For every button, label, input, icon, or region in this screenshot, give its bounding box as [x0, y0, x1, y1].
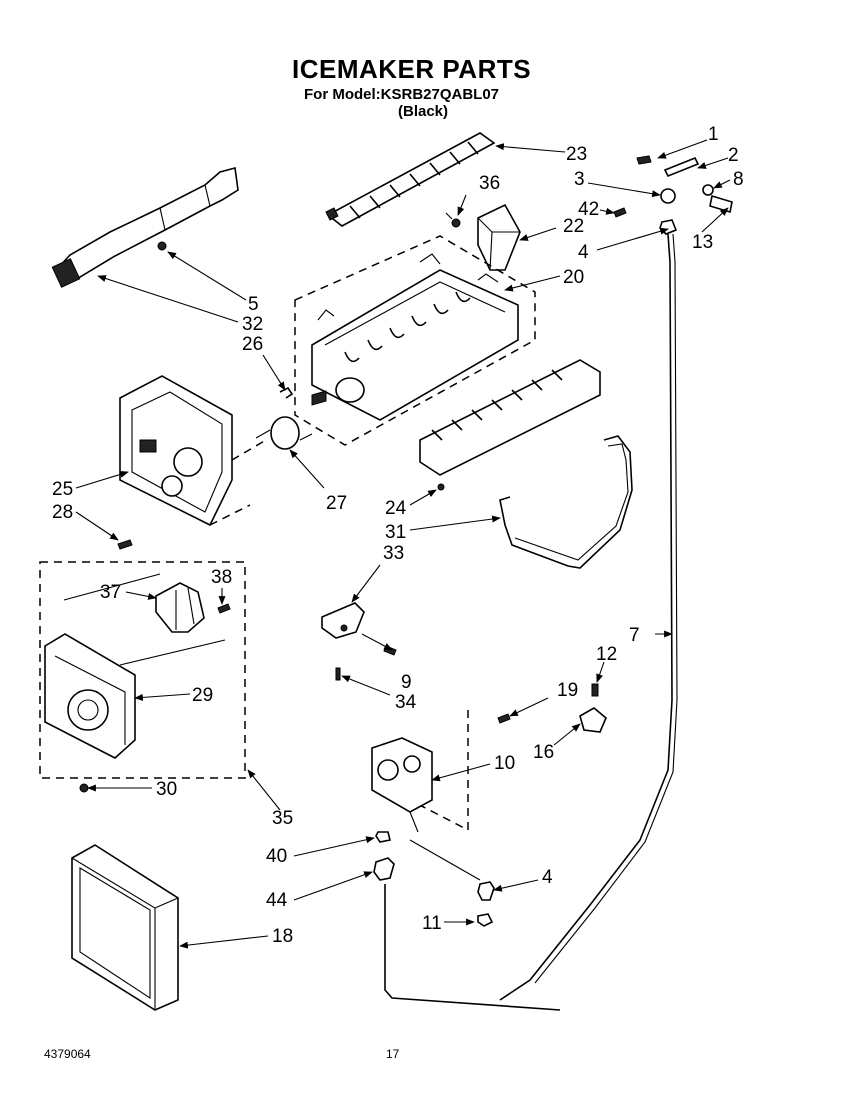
- callout-30: 30: [156, 779, 177, 800]
- screw-part-30: [79, 783, 89, 793]
- fitting-part-3: [660, 188, 676, 204]
- screw-part-28: [117, 539, 133, 550]
- callout-27: 27: [326, 493, 347, 514]
- motor-part-37: [155, 582, 205, 633]
- callout-11: 11: [422, 913, 442, 934]
- callout-12: 12: [596, 644, 617, 665]
- screw-part-36: [445, 212, 461, 228]
- callout-18: 18: [272, 926, 293, 947]
- assembly-box-35: [39, 561, 246, 779]
- callout-22: 22: [563, 216, 584, 237]
- callout-25: 25: [52, 479, 73, 500]
- fitting-part-44: [373, 857, 561, 1011]
- callout-24: 24: [385, 498, 407, 519]
- washer-part-8: [702, 184, 714, 196]
- callout-23: 23: [566, 144, 587, 165]
- nut-part-11: [477, 913, 494, 927]
- nut-part-40: [375, 831, 391, 843]
- callout-10: 10: [494, 753, 515, 774]
- callout-37: 37: [100, 582, 121, 603]
- callout-1: 1: [708, 124, 719, 145]
- callout-31: 31: [385, 522, 406, 543]
- callout-7: 7: [629, 625, 640, 646]
- page-title: ICEMAKER PARTS: [292, 54, 531, 84]
- screw-part-19: [497, 713, 511, 724]
- screw-part-9: [383, 645, 397, 656]
- screw-part-34: [335, 667, 341, 681]
- callout-2: 2: [728, 145, 739, 166]
- screw-part-12: [591, 683, 599, 697]
- callout-5: 5: [248, 294, 259, 315]
- callout-42: 42: [578, 199, 599, 220]
- clamp-part-16: [579, 707, 607, 733]
- module-housing-part-25: [119, 375, 267, 527]
- ejector-part-23: [325, 132, 496, 227]
- callout-40: 40: [266, 846, 287, 867]
- fill-tube-part-7: [499, 233, 678, 1001]
- callout-16: 16: [533, 742, 554, 763]
- screw-part-42: [613, 207, 627, 218]
- bracket-part-24: [419, 359, 601, 491]
- doc-number: 4379064: [44, 1047, 91, 1061]
- fitting-part-4b: [477, 881, 495, 901]
- color-line: (Black): [398, 103, 448, 120]
- callout-26: 26: [242, 334, 263, 355]
- callout-9: 9: [401, 672, 412, 693]
- fitting-part-13: [709, 194, 733, 214]
- callout-34: 34: [395, 692, 417, 713]
- callout-19: 19: [557, 680, 578, 701]
- fitting-part-4a: [659, 219, 678, 235]
- screw-part-2: [663, 156, 700, 178]
- callout-28: 28: [52, 502, 73, 523]
- callout-35: 35: [272, 808, 293, 829]
- callout-13: 13: [692, 232, 713, 253]
- page-number: 17: [386, 1047, 400, 1061]
- screw-part-1: [636, 155, 652, 165]
- motor-part-27: [255, 416, 313, 450]
- assembly-box-leaders: [63, 573, 226, 666]
- screw-part-38: [217, 603, 231, 614]
- callout-8: 8: [733, 169, 744, 190]
- leader-lines: [75, 139, 731, 949]
- bracket-part-33: [321, 602, 365, 639]
- callout-36: 36: [479, 173, 500, 194]
- shutoff-arm-part-31: [499, 435, 633, 569]
- cover-part-22: [477, 203, 521, 271]
- callout-4-top: 4: [578, 242, 589, 263]
- harness-part-32: [51, 166, 239, 288]
- module-part-29: [44, 633, 136, 759]
- callout-4-bottom: 4: [542, 867, 553, 888]
- callout-3: 3: [574, 169, 585, 190]
- callout-labels: 1 2 3 8 42 13 23 36 22 4 20 5 32 26 25 2…: [52, 124, 744, 947]
- mold-part-20: [294, 235, 536, 446]
- callout-32: 32: [242, 314, 263, 335]
- callout-29: 29: [192, 685, 213, 706]
- callout-44: 44: [266, 890, 288, 911]
- panel-part-18: [71, 844, 179, 1011]
- callout-38: 38: [211, 567, 232, 588]
- clip-part-26: [279, 386, 294, 399]
- callout-20: 20: [563, 267, 584, 288]
- model-line: For Model:KSRB27QABL07: [304, 86, 499, 103]
- valve-to-fitting-line: [409, 839, 481, 881]
- water-valve-part-10: [371, 710, 469, 833]
- callout-33: 33: [383, 543, 404, 564]
